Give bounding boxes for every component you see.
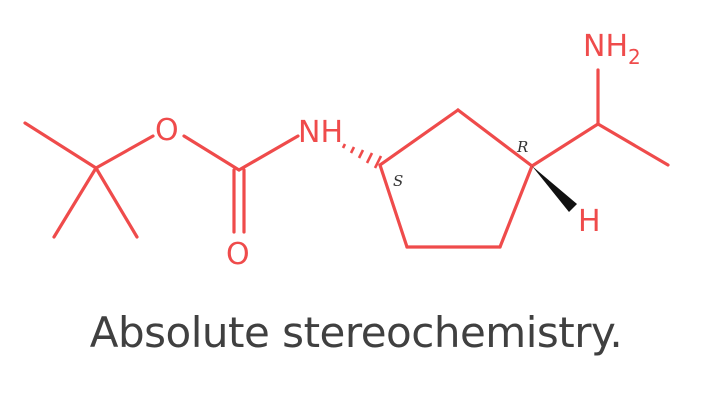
bond-tbu-to-oxygen xyxy=(94,134,155,170)
bond-carbonyl-to-nh xyxy=(237,134,300,172)
atom-carbamate-nh: NH xyxy=(298,115,343,150)
bond-tbu-methyl-lower-right xyxy=(94,166,139,239)
bond-tbu-methyl-upper xyxy=(23,121,98,170)
bond-ring-5 xyxy=(378,163,409,249)
bond-tbu-methyl-lower-left xyxy=(52,166,98,239)
bond-ring-2 xyxy=(456,108,534,168)
hashed-wedge-bond xyxy=(341,143,383,169)
bond-oxygen-to-carbonyl xyxy=(182,134,241,172)
stereo-descriptor-r: R xyxy=(516,138,528,156)
bond-ring-1 xyxy=(378,108,460,167)
atom-amine-nh2: NH2 xyxy=(583,29,641,69)
molecule-structure: O O NH S R NH2 H xyxy=(23,29,670,272)
atom-stereo-hydrogen: H xyxy=(578,204,601,239)
atom-carbonyl-oxygen: O xyxy=(226,237,250,272)
bond-ring-3 xyxy=(498,164,534,249)
stereo-descriptor-s: S xyxy=(393,172,403,190)
bond-ring-to-side-chain xyxy=(530,122,600,168)
solid-wedge-bond xyxy=(532,166,577,212)
atom-ester-oxygen: O xyxy=(155,113,179,148)
bond-side-chain-methyl xyxy=(596,122,670,167)
caption-text: Absolute stereochemistry. xyxy=(89,308,623,357)
